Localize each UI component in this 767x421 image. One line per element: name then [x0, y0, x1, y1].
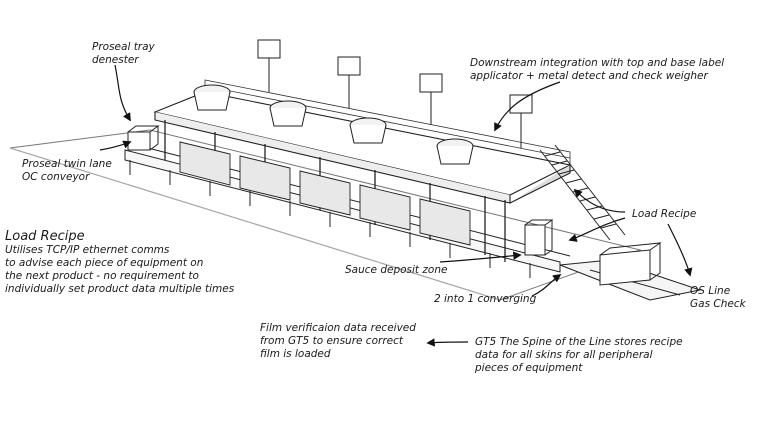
annotation-line: Utilises TCP/IP ethernet comms — [5, 244, 170, 256]
annotation-os-line: OS Line Gas Check — [690, 285, 746, 311]
annotation-line: denester — [92, 54, 139, 66]
annotation-line: Proseal tray — [92, 41, 155, 53]
annotation-line: 2 into 1 converging — [434, 293, 537, 305]
sealing-machines — [179, 141, 471, 246]
annotation-line: applicator + metal detect and check weig… — [470, 70, 708, 82]
weigher-heads — [193, 84, 474, 165]
sauce-depositor — [524, 219, 554, 256]
annotation-line: Downstream integration with top and base… — [470, 57, 725, 69]
annotation-converging: 2 into 1 converging — [434, 293, 536, 306]
annotation-line: film is loaded — [260, 348, 331, 360]
callout-arrows — [99, 64, 693, 347]
annotation-line: pieces of equipment — [475, 362, 583, 374]
annotation-line: Load Recipe — [632, 208, 697, 220]
annotation-line: Gas Check — [690, 298, 746, 310]
annotation-gt5: GT5 The Spine of the Line stores recipe … — [475, 336, 683, 375]
annotation-line: OC conveyor — [22, 171, 90, 183]
annotation-line: individually set product data multiple t… — [5, 283, 235, 295]
access-staircase — [539, 144, 626, 241]
annotation-load-recipe: Load Recipe Utilises TCP/IP ethernet com… — [5, 229, 234, 296]
annotation-line: from GT5 to ensure correct — [260, 335, 403, 347]
annotation-downstream: Downstream integration with top and base… — [470, 57, 724, 83]
annotation-line: the next product - no requirement to — [5, 270, 199, 282]
annotation-line: Proseal twin lane — [22, 158, 112, 170]
annotation-twin-lane: Proseal twin lane OC conveyor — [22, 158, 112, 184]
annotation-line: Film verificaion data received — [260, 322, 416, 334]
tray-input-unit — [127, 125, 160, 151]
annotation-line: GT5 The Spine of the Line stores recipe — [475, 336, 683, 348]
gas-check-enclosure — [599, 242, 662, 286]
annotation-title: Load Recipe — [5, 229, 85, 244]
annotation-line: data for all skins for all peripheral — [475, 349, 653, 361]
floor-plate — [9, 129, 642, 301]
annotation-line: Sauce deposit zone — [345, 264, 448, 276]
annotation-tray-denester: Proseal tray denester — [92, 41, 155, 67]
control-panels — [257, 39, 533, 148]
annotation-film-verification: Film verificaion data received from GT5 … — [260, 322, 416, 361]
annotation-line: to advise each piece of equipment on — [5, 257, 204, 269]
annotation-line: OS Line — [690, 285, 731, 297]
annotation-sauce-deposit: Sauce deposit zone — [345, 264, 447, 277]
annotation-load-recipe-right: Load Recipe — [632, 208, 696, 221]
